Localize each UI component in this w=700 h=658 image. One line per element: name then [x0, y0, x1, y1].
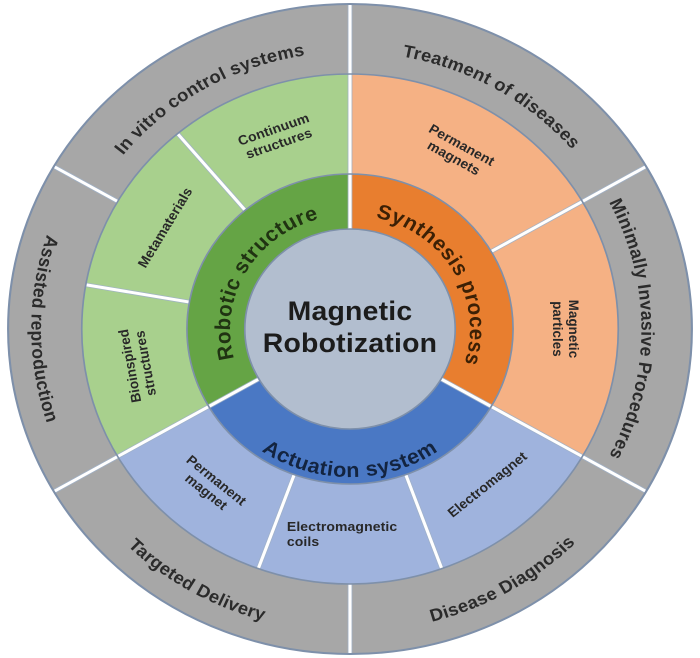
- outer-segment-treatment-of-diseases: [350, 4, 647, 202]
- segment-divider: [581, 455, 647, 493]
- middle-segment-electromagnet: [405, 406, 583, 569]
- ring-outline: [80, 73, 620, 585]
- segment-divider: [256, 474, 296, 570]
- middle-segment-metamaterials: [85, 133, 246, 303]
- middle-segment-magnetic-particles: [491, 201, 619, 457]
- ring-outline: [186, 173, 514, 485]
- center-circle: [244, 229, 456, 429]
- outer-segment-in-vitro-control-systems: [53, 4, 350, 202]
- inner-segment-synthesis-process: [350, 174, 514, 407]
- outer-segment-disease-diagnosis: [350, 456, 647, 654]
- segment-divider: [490, 200, 584, 253]
- middle-segment-bioinspired-structures: [81, 284, 209, 457]
- segment-divider: [404, 474, 444, 570]
- middle-segment-permanent-magnet: [117, 406, 295, 569]
- segment-divider: [53, 455, 119, 493]
- outer-segment-assisted-reproduction: [8, 166, 118, 492]
- segment-divider: [116, 377, 260, 458]
- outer-segment-minimally-invasive-procedures: [582, 166, 692, 492]
- middle-segment-permanent-magnets: [350, 74, 583, 252]
- segment-divider: [85, 283, 190, 304]
- segment-divider: [581, 165, 647, 203]
- middle-segment-electromagnetic-coils: [258, 474, 442, 585]
- middle-ring-label-magnetic-particles: Magneticparticles: [550, 300, 581, 359]
- segment-divider: [176, 132, 247, 212]
- outer-segment-targeted-delivery: [53, 456, 350, 654]
- segment-divider: [53, 165, 119, 203]
- middle-segment-continuum-structures: [177, 74, 350, 211]
- inner-segment-actuation-system: [208, 379, 492, 484]
- ring-outline: [243, 228, 457, 430]
- ring-outline: [7, 3, 693, 655]
- inner-segment-robotic-structure: [186, 174, 350, 407]
- segment-divider: [440, 377, 584, 458]
